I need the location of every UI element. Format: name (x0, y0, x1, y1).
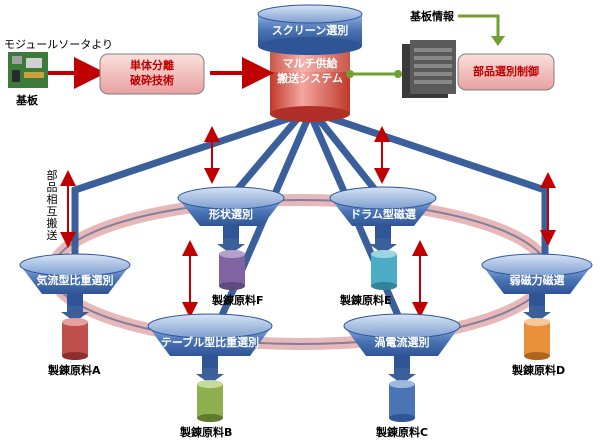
material-E-label: 製錬原料E (340, 294, 392, 307)
material-D-label: 製錬原料D (512, 364, 566, 377)
station-drum (329, 186, 437, 238)
drum-F (219, 250, 245, 290)
drum-C (389, 380, 415, 422)
material-B-label: 製錬原料B (180, 426, 233, 439)
drum-B (197, 380, 223, 422)
station-weak-mag-label: 弱磁力磁選 (509, 274, 565, 287)
parts-control-box (457, 53, 555, 91)
station-airflow (19, 253, 131, 306)
material-A-label: 製錬原料A (48, 364, 101, 377)
station-shape-label: 形状選別 (209, 208, 253, 221)
station-weak-mag (481, 253, 593, 306)
material-F-label: 製錬原料F (212, 294, 264, 307)
drum-A (62, 318, 88, 360)
multi-feed-body (270, 52, 350, 114)
multi-feed-label: マルチ供給 搬送システム (277, 57, 343, 85)
server-icon (402, 40, 456, 98)
board-info-label: 基板情報 (410, 10, 454, 23)
drum-D (524, 318, 550, 360)
material-C-label: 製錬原料C (376, 426, 429, 439)
station-table (147, 313, 273, 368)
station-shape (177, 186, 285, 238)
circuit-board-icon (8, 52, 48, 88)
separation-label: 単体分離 破砕技術 (130, 59, 174, 87)
source-label: モジュールソータより (4, 38, 114, 51)
station-airflow-label: 気流型比重選別 (36, 274, 114, 287)
station-drum-label: ドラム型磁選 (350, 208, 416, 221)
station-table-label: テーブル型比重選別 (160, 336, 260, 349)
mutual-transport-label: 部品相互搬送 (46, 169, 58, 242)
substrate-label: 基板 (16, 94, 38, 107)
parts-control-label: 部品選別制御 (473, 65, 539, 78)
station-eddy (343, 313, 461, 368)
separation-box (99, 53, 205, 95)
drum-E (371, 250, 397, 290)
screen-select-label: スクリーン選別 (271, 24, 349, 37)
station-eddy-label: 渦電流選別 (374, 336, 430, 349)
